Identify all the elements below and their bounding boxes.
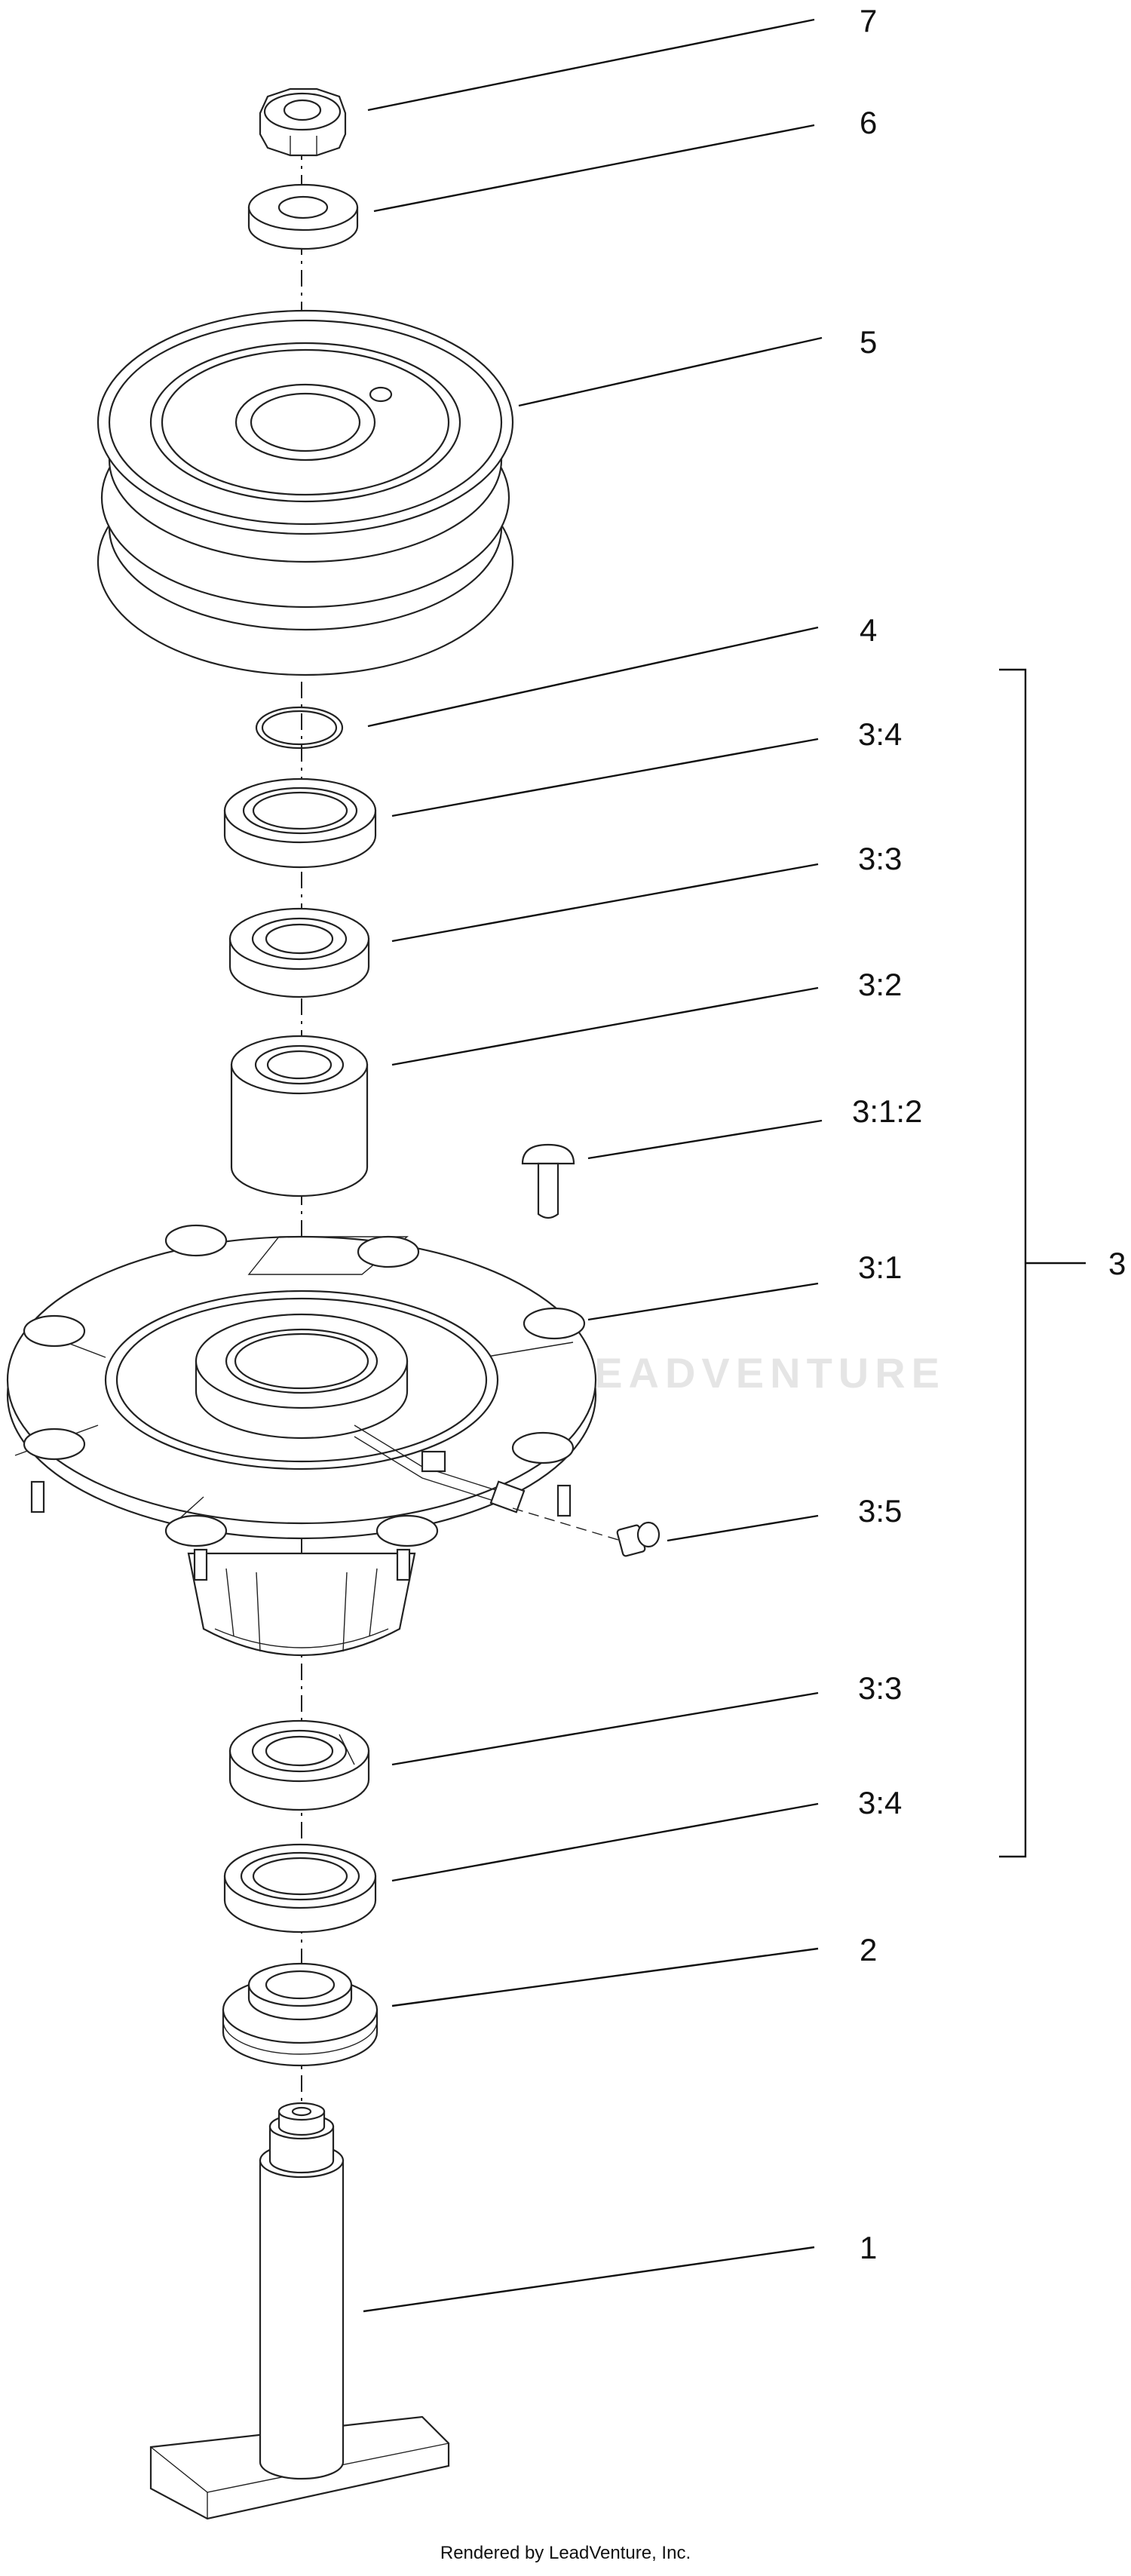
callout-3-1: 3:1 [858,1250,902,1285]
part-3-1-housing[interactable] [6,1224,597,1656]
callout-3-4-lower: 3:4 [858,1785,902,1820]
part-4-snap-ring[interactable] [255,706,344,750]
callout-6: 6 [860,105,877,140]
group-3-bracket [999,668,1027,1858]
footer-credit: Rendered by LeadVenture, Inc. [440,2543,691,2563]
callout-3-1-2: 3:1:2 [852,1093,922,1129]
callout-5: 5 [860,324,877,360]
callout-3-2: 3:2 [858,967,902,1002]
callout-4: 4 [860,612,877,648]
callout-3-5: 3:5 [858,1493,902,1529]
part-2-seal[interactable] [222,1962,379,2067]
part-1-spindle[interactable] [149,2102,450,2520]
leader-lines [363,18,823,2313]
part-3-4-lower-seal[interactable] [223,1843,377,1934]
callout-3-3-upper: 3:3 [858,841,902,876]
callout-3: 3 [1108,1246,1126,1281]
callout-labels: 7 6 5 4 3:4 3:3 3:2 3:1:2 3:1 3 3:5 3:3 … [852,3,1126,2265]
callout-3-4-upper: 3:4 [858,716,902,752]
part-7-lock-nut[interactable] [259,87,347,157]
part-3-5-grease-fitting[interactable] [512,1507,661,1557]
part-6-washer[interactable] [247,183,359,250]
callout-7: 7 [860,3,877,38]
watermark: LEADVENTURE [562,1349,946,1397]
part-5-pulley[interactable] [97,309,514,676]
callout-1: 1 [860,2230,877,2265]
part-3-1-2-rivet[interactable] [521,1143,575,1219]
part-3-4-upper-seal[interactable] [223,777,377,869]
callout-3-3-lower: 3:3 [858,1670,902,1706]
part-3-3-upper-bearing[interactable] [228,907,370,998]
watermark-text: LEADVENTURE [562,1349,946,1397]
callout-2: 2 [860,1932,877,1967]
part-3-3-lower-bearing[interactable] [228,1719,370,1811]
part-3-2-spacer[interactable] [230,1035,369,1198]
